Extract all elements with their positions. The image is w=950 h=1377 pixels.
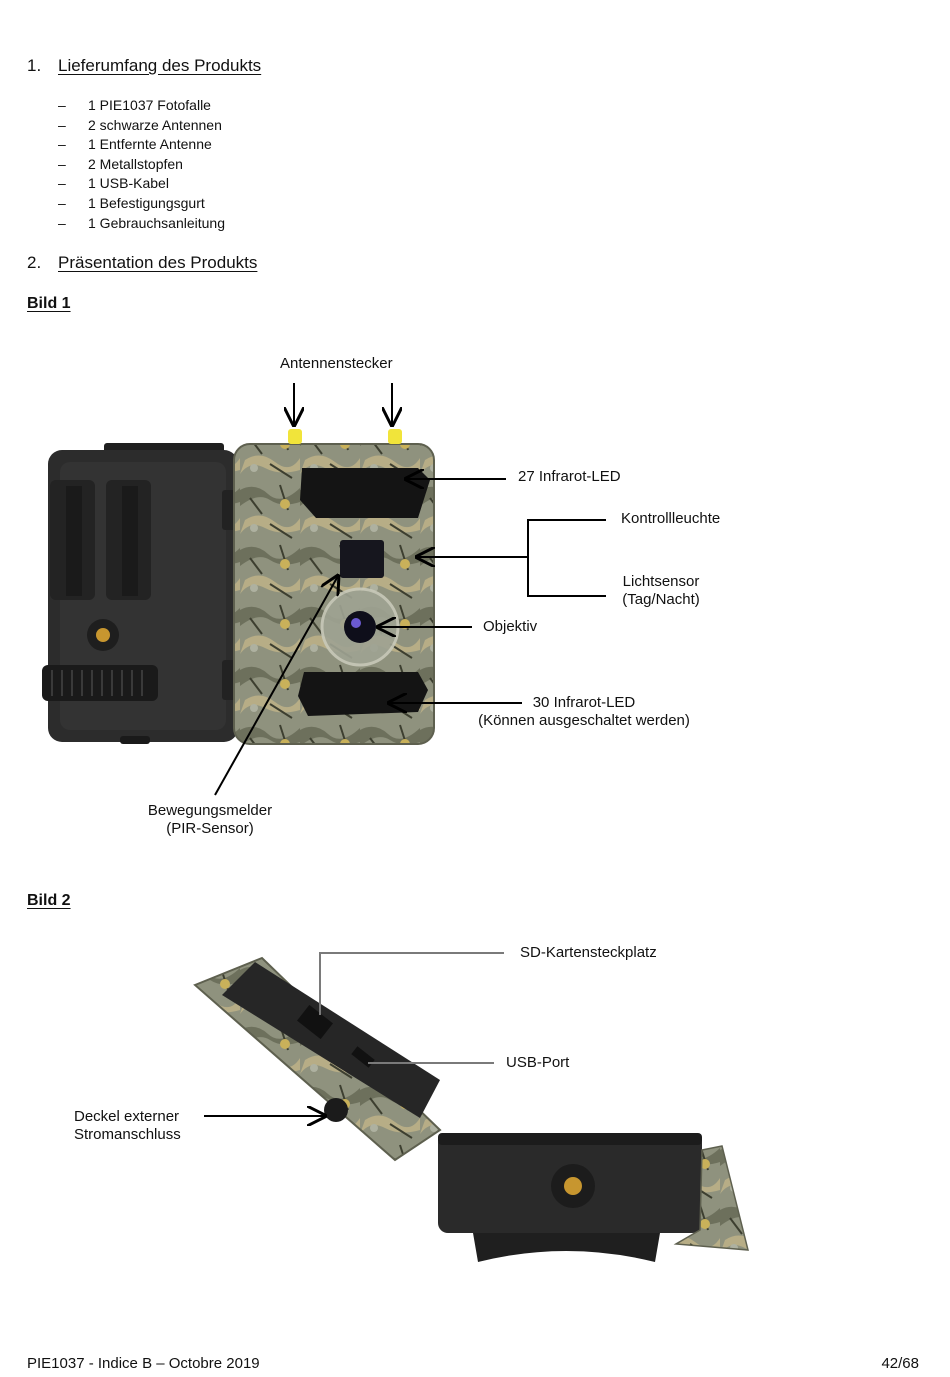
antenna-plug-left — [288, 429, 302, 444]
section-2-title: Präsentation des Produkts — [58, 253, 258, 272]
ir-led-panel-bottom — [298, 672, 428, 716]
footer-document-id: PIE1037 - Indice B – Octobre 2019 — [27, 1355, 260, 1372]
tripod-thread-icon — [564, 1177, 582, 1195]
label-power-cover: Deckel externer Stromanschluss — [74, 1108, 181, 1143]
label-antenna-plug: Antennenstecker — [280, 355, 393, 372]
camera-front-image — [233, 429, 435, 745]
ir-led-panel-top — [300, 468, 430, 518]
bild-2-callouts — [319, 952, 504, 1064]
sensor-window — [340, 540, 384, 578]
label-pir-sensor: Bewegungsmelder (PIR-Sensor) — [147, 802, 273, 837]
bild-1-callouts — [214, 383, 606, 796]
housing-back-image — [42, 443, 240, 744]
lens-icon — [344, 611, 376, 643]
section-1-heading: 1. Lieferumfang des Produkts — [27, 56, 427, 78]
label-control-light: Kontrollleuchte — [621, 510, 721, 527]
sd-slot-icon — [297, 1004, 333, 1040]
section-2-number: 2. — [27, 253, 42, 272]
label-usb-port: USB-Port — [506, 1054, 570, 1071]
label-ir-led-27: 27 Infrarot-LED — [518, 468, 621, 485]
power-cover-icon — [324, 1098, 348, 1122]
antenna-plug-right — [388, 429, 402, 444]
camera-open-side-image — [193, 956, 749, 1262]
label-sd-slot: SD-Kartensteckplatz — [520, 944, 657, 961]
section-1-title: Lieferumfang des Produkts — [58, 56, 262, 75]
label-lens: Objektiv — [483, 618, 538, 635]
bild-2-title: Bild 2 — [27, 892, 71, 909]
bild-1-title: Bild 1 — [27, 295, 71, 312]
footer-page-number: 42/68 — [881, 1355, 919, 1372]
label-light-sensor: Lichtsensor (Tag/Nacht) — [622, 573, 700, 608]
section-2-heading: 2. Präsentation des Produkts — [27, 253, 427, 275]
label-ir-led-30: 30 Infrarot-LED (Können ausgeschaltet we… — [478, 694, 690, 729]
section-1-number: 1. — [27, 56, 42, 75]
